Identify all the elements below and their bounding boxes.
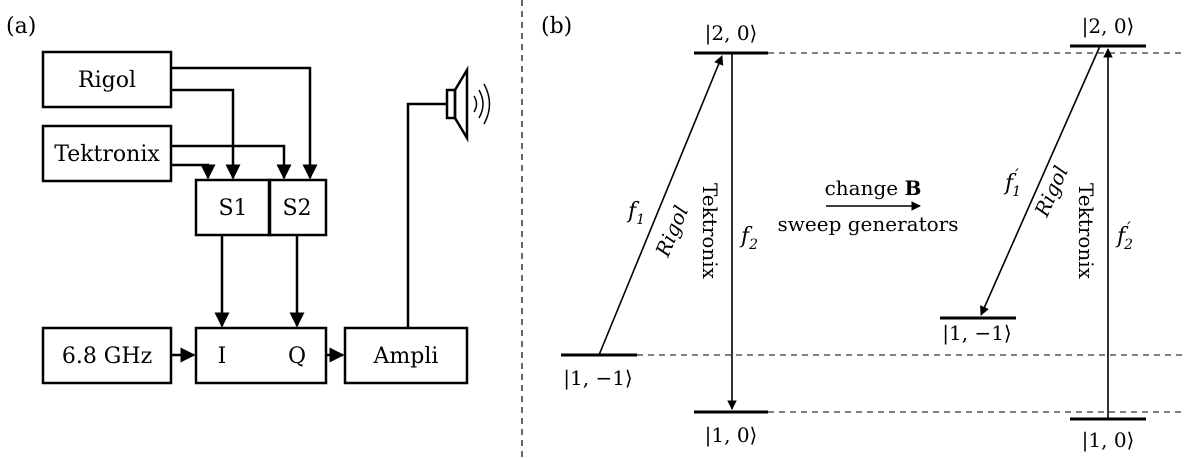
right-f2-label: f2′	[1115, 218, 1133, 253]
tektronix-box	[41, 124, 173, 183]
rigol-box	[41, 50, 173, 109]
left-rigol-label: Rigol	[650, 202, 693, 261]
tektronix-to-s2-wire	[171, 144, 292, 180]
sweep-generators-label: sweep generators	[778, 212, 959, 236]
s1-label: S1	[218, 196, 247, 221]
right-state-bottom: |1, 0⟩	[1082, 428, 1135, 453]
right-tektronix-label: Tektronix	[1074, 183, 1098, 280]
panel-b-label: (b)	[541, 14, 572, 39]
left-tektronix-label: Tektronix	[698, 183, 722, 280]
i-port-label: I	[218, 344, 227, 369]
panel-b: (b) |2, 0⟩ |1, −1⟩ |1, 0⟩ f1 f2 Rigol Te…	[541, 14, 1185, 453]
left-state-mid: |1, −1⟩	[563, 366, 632, 391]
panel-a-label: (a)	[6, 14, 36, 39]
ampli-label: Ampli	[373, 344, 439, 369]
ampli-to-speaker-wire	[406, 102, 447, 328]
source-label: 6.8 GHz	[62, 344, 152, 369]
left-state-bottom: |1, 0⟩	[705, 423, 758, 448]
tektronix-to-s1-wire	[171, 163, 216, 180]
right-f1-label: f1′	[1003, 165, 1021, 200]
change-b-label: change B	[825, 176, 922, 200]
right-f1-arrow	[980, 45, 1101, 316]
tektronix-label: Tektronix	[54, 142, 160, 167]
right-state-mid: |1, −1⟩	[942, 321, 1011, 346]
rigol-to-s1-wire	[171, 88, 241, 180]
rigol-label: Rigol	[78, 68, 136, 93]
right-state-top: |2, 0⟩	[1082, 14, 1135, 39]
left-state-top: |2, 0⟩	[705, 21, 758, 46]
left-f1-label: f1	[626, 199, 645, 228]
left-f2-label: f2	[739, 224, 758, 253]
q-port-label: Q	[288, 344, 306, 369]
iq-mixer-box	[194, 326, 328, 385]
left-f1-arrow	[598, 55, 724, 356]
rigol-to-s2-wire	[171, 66, 318, 180]
ampli-box	[343, 326, 469, 385]
panel-a: (a) Rigol Tektronix S1 S2 6.8 GHz I Q Am…	[6, 14, 491, 385]
speaker-icon	[445, 65, 491, 143]
s2-label: S2	[282, 196, 311, 221]
